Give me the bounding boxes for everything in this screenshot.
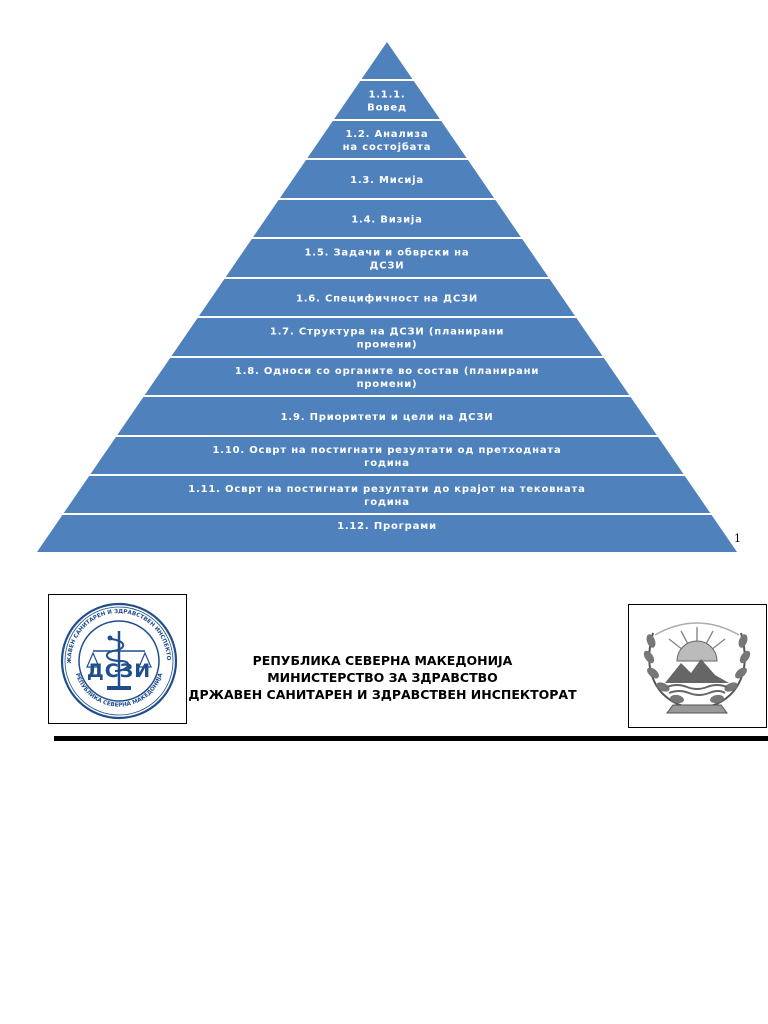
institution-header: РЕПУБЛИКА СЕВЕРНА МАКЕДОНИЈА МИНИСТЕРСТВ… (180, 652, 585, 703)
pyramid-tier-label: 1.3. Мисија (350, 174, 424, 186)
pyramid-tier-label: промени) (357, 379, 418, 390)
pyramid-tier-label: 1.12. Програми (337, 521, 437, 532)
dszi-logo: ДРЖАВЕН САНИТАРЕН И ЗДРАВСТВЕН ИНСПЕКТОР… (48, 594, 187, 724)
pyramid-tier-label: 1.10. Осврт на постигнати резултати од п… (212, 445, 561, 456)
pyramid-tier-label: 1.7. Структура на ДСЗИ (планирани (270, 327, 504, 338)
pyramid-tier-label: на состојбата (343, 141, 432, 153)
header-line-republic: РЕПУБЛИКА СЕВЕРНА МАКЕДОНИЈА (252, 653, 513, 668)
pyramid-apex (361, 42, 413, 79)
pyramid-tier-label: година (364, 458, 410, 469)
pyramid-tier-label: 1.5. Задачи и обврски на (305, 247, 470, 259)
pyramid-tier-label: 1.11. Осврт на постигнати резултати до к… (188, 483, 585, 495)
pyramid-tier (171, 318, 603, 356)
pyramid-tier (253, 200, 521, 237)
header-line-inspectorate: ДРЖАВЕН САНИТАРЕН И ЗДРАВСТВЕН ИНСПЕКТОР… (188, 687, 577, 702)
pyramid-tier-label: Вовед (367, 103, 407, 114)
seal-center-text: ДСЗИ (87, 660, 151, 682)
pyramid-tier (225, 239, 549, 277)
pyramid-tier-label: 1.6. Специфичност на ДСЗИ (296, 293, 478, 305)
pyramid-tier (37, 515, 737, 552)
pyramid-tier-label: ДСЗИ (370, 261, 405, 272)
pyramid-tier (63, 476, 711, 513)
pyramid-tier-label: 1.1.1. (368, 90, 405, 101)
page-number: 1 (734, 532, 741, 545)
pyramid-tier-label: 1.2. Анализа (346, 129, 429, 140)
header-line-ministry: МИНИСТЕРСТВО ЗА ЗДРАВСТВО (267, 670, 498, 685)
pyramid-tier (307, 121, 467, 158)
pyramid-tier-label: 1.9. Приоритети и цели на ДСЗИ (281, 412, 494, 423)
pyramid-tier-label: година (364, 497, 410, 508)
coat-of-arms-logo (628, 604, 767, 728)
header-divider (54, 736, 768, 741)
pyramid-tier (144, 358, 630, 395)
pyramid-tier (279, 160, 495, 198)
pyramid-tier (117, 397, 657, 435)
pyramid-tier-label: 1.4. Визија (351, 214, 422, 226)
pyramid-tier-label: промени) (357, 340, 418, 351)
pyramid-tier (90, 437, 684, 474)
coat-of-arms-icon (643, 622, 751, 714)
pyramid-tier-label: 1.8. Односи со органите во состав (плани… (235, 366, 539, 377)
pyramid-tier (334, 81, 440, 119)
pyramid-tier (198, 279, 576, 316)
dszi-seal-icon: ДРЖАВЕН САНИТАРЕН И ЗДРАВСТВЕН ИНСПЕКТОР… (49, 595, 178, 720)
